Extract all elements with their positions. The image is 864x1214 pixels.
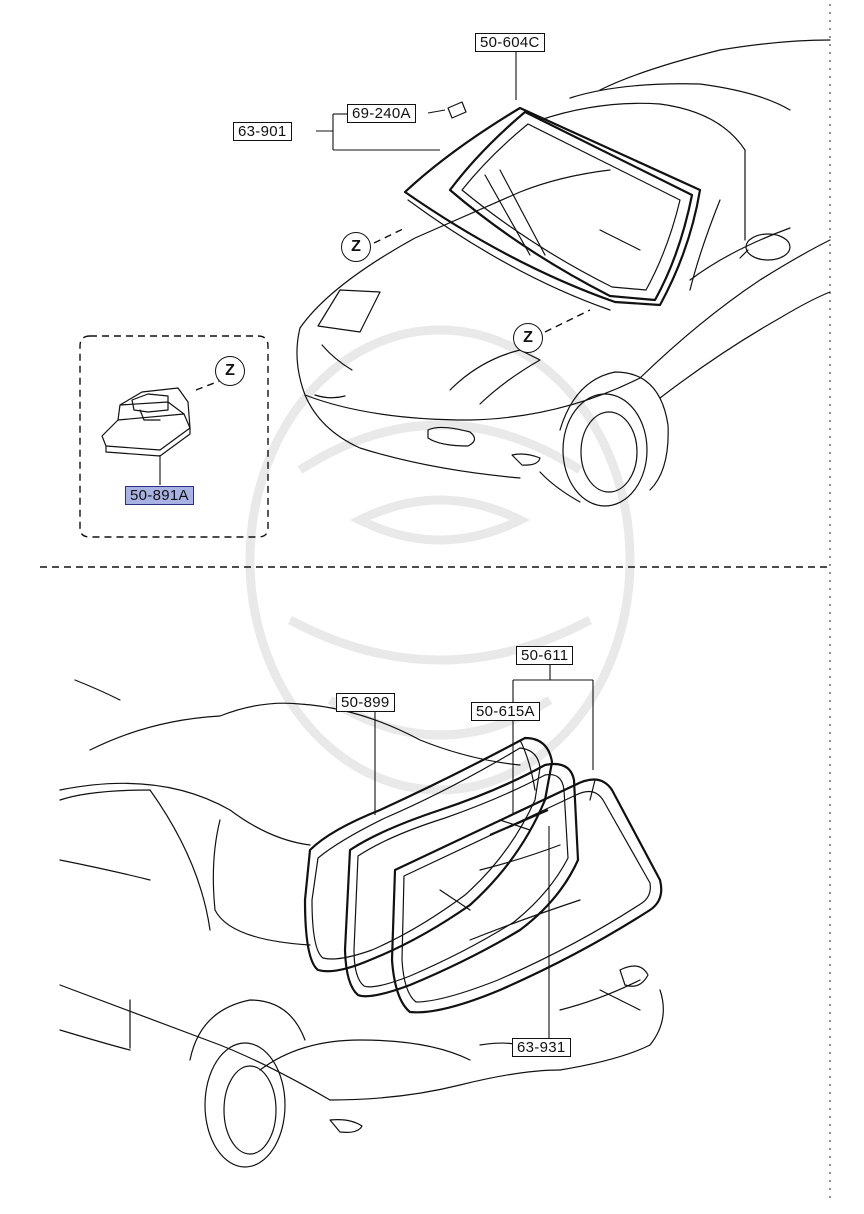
callout-63-931[interactable]: 63-931 <box>512 1038 571 1057</box>
rear-car-illustration <box>59 679 664 1168</box>
callout-50-604C[interactable]: 50-604C <box>475 33 545 52</box>
leader-lines-top <box>159 52 591 485</box>
callout-63-901[interactable]: 63-901 <box>233 122 292 141</box>
leader-lines-bottom <box>374 664 594 1040</box>
callout-50-611[interactable]: 50-611 <box>516 646 574 665</box>
z-marker-hood: Z <box>341 232 371 262</box>
front-car-illustration <box>296 39 831 507</box>
callout-50-899[interactable]: 50-899 <box>336 693 395 712</box>
clip-inset <box>79 335 269 538</box>
callout-50-615A[interactable]: 50-615A <box>471 702 540 721</box>
z-marker-clip: Z <box>215 356 245 386</box>
callout-69-240A[interactable]: 69-240A <box>347 104 416 123</box>
callout-50-891A[interactable]: 50-891A <box>125 486 194 505</box>
z-marker-cowl: Z <box>513 323 543 353</box>
